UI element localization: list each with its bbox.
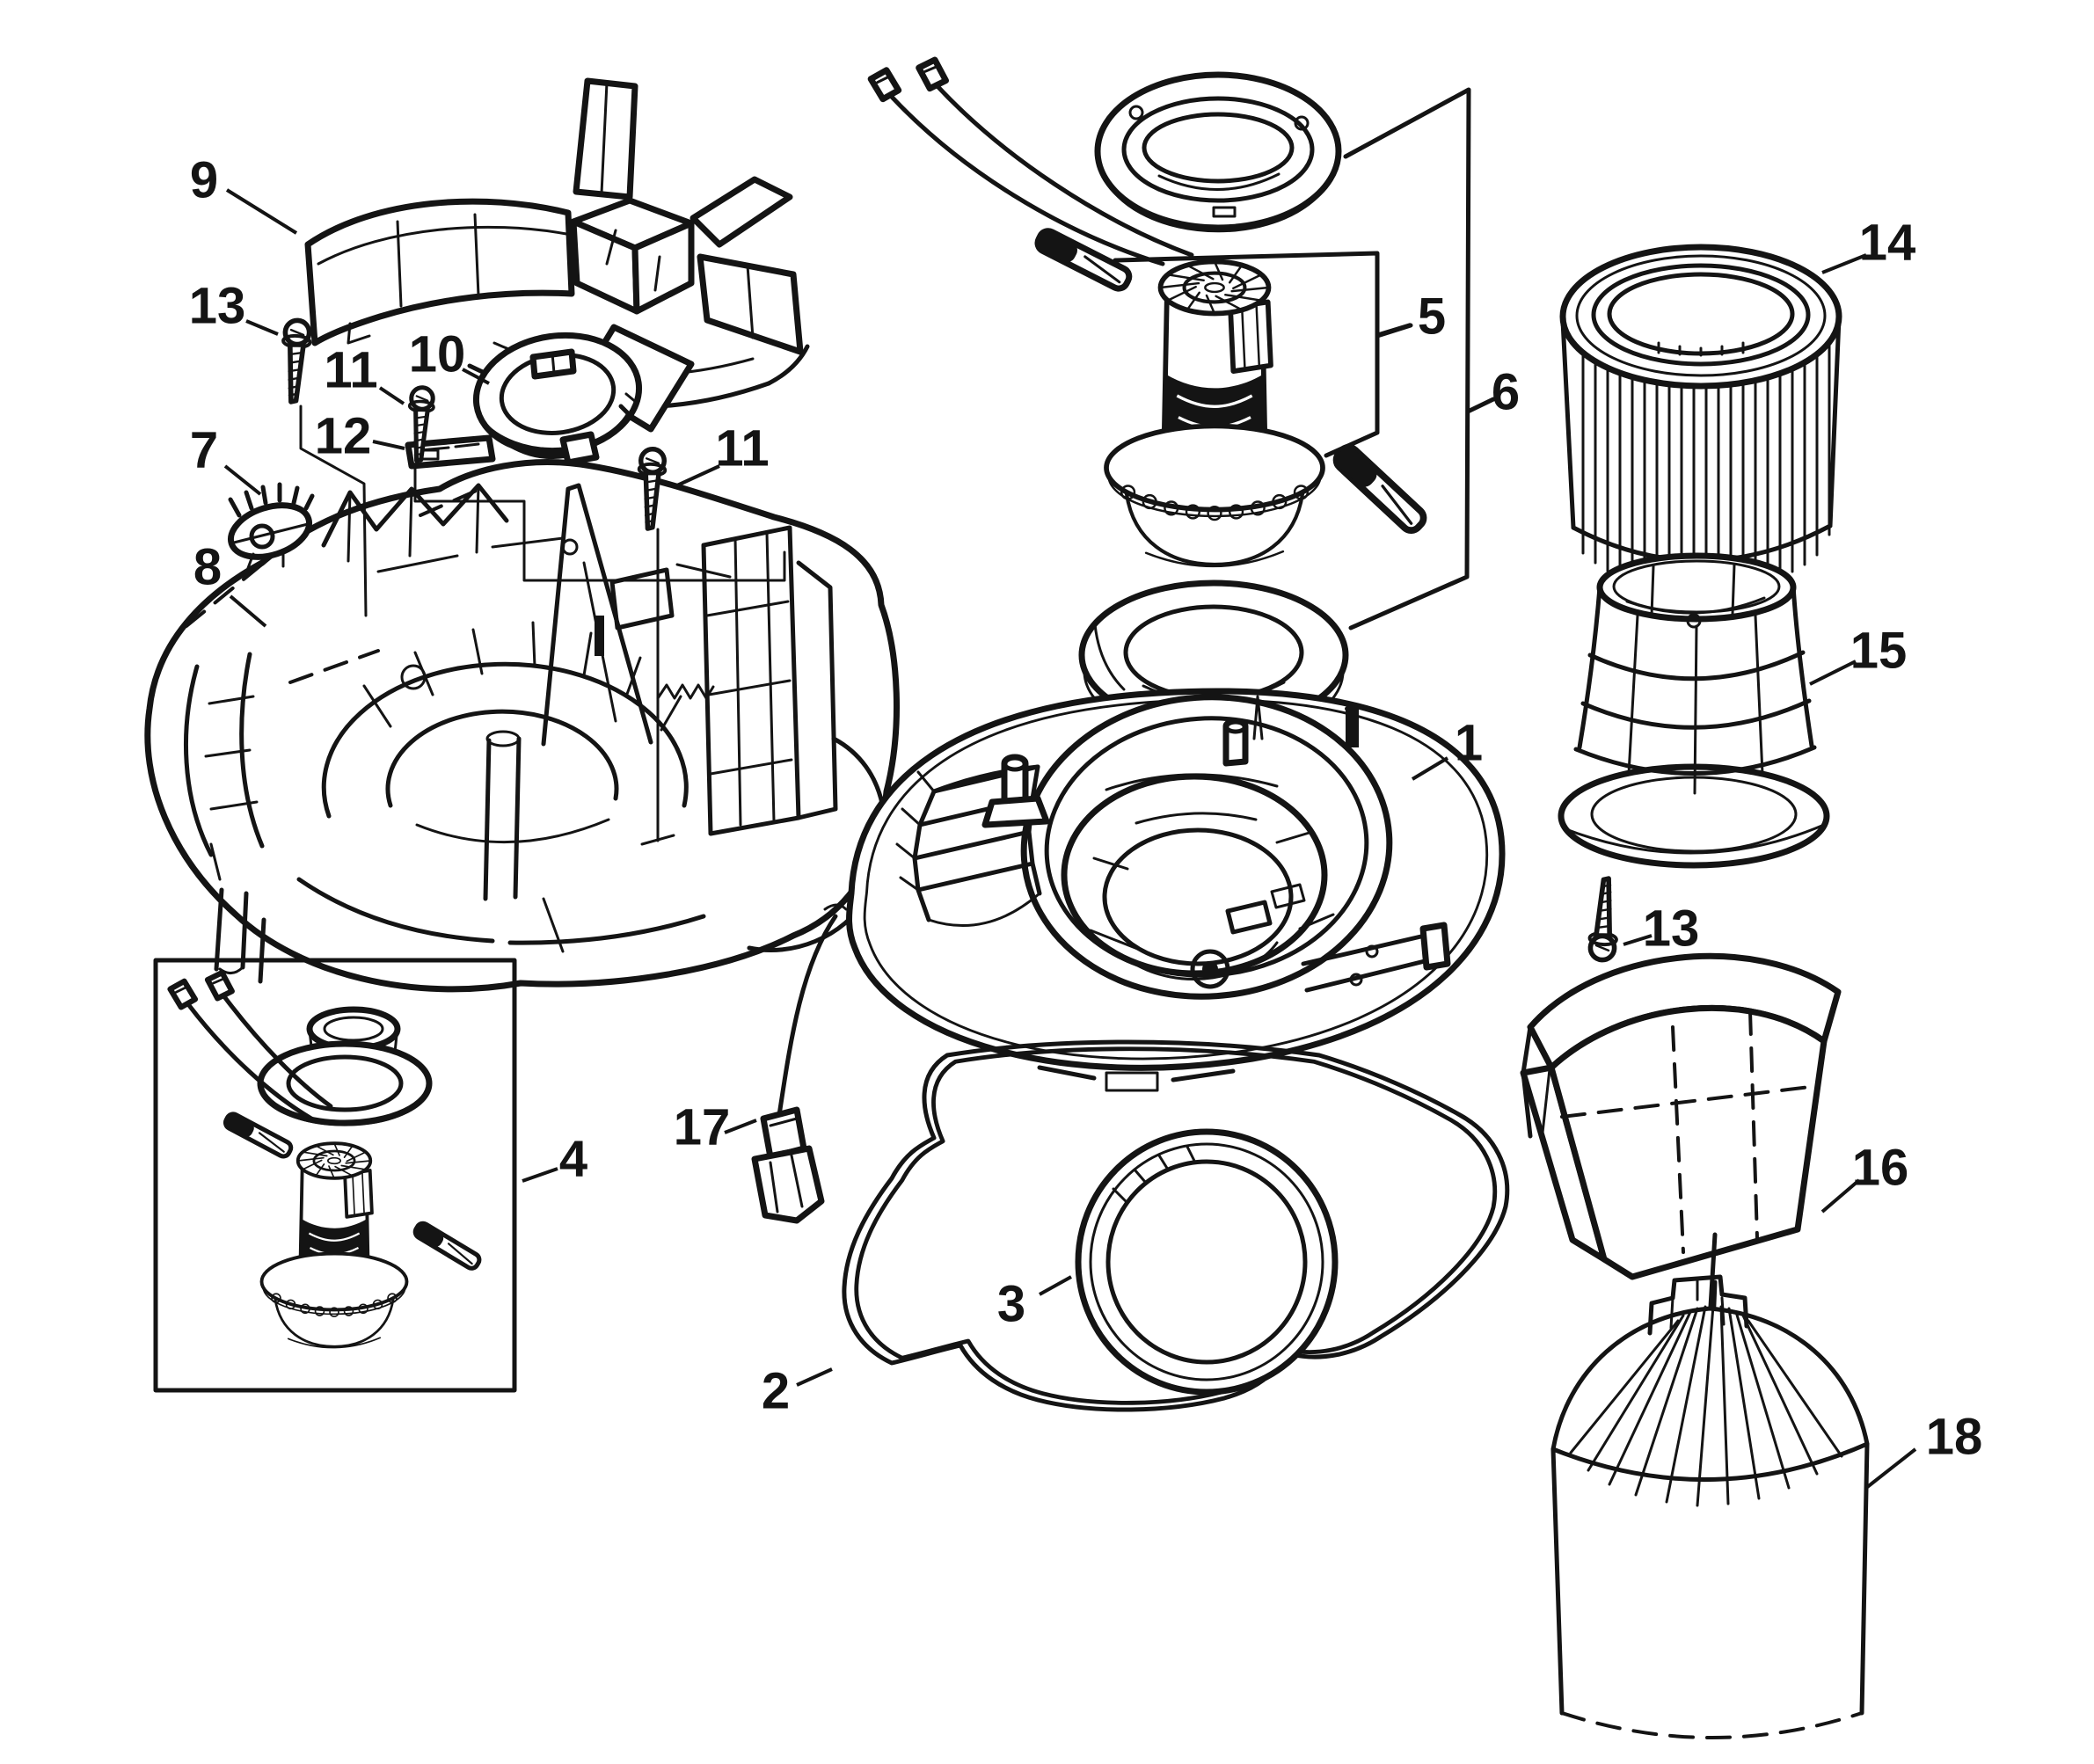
- callout-part-10: 10: [409, 326, 490, 385]
- callout-leader-line: [372, 440, 405, 450]
- callout-leader-line: [245, 319, 279, 336]
- callout-part-16: 16: [1820, 1140, 1909, 1214]
- impeller-blade-top: [573, 77, 638, 200]
- callout-leader-line: [724, 1119, 757, 1134]
- callout-part-7: 7: [190, 422, 262, 496]
- part-17-power-cord-plug: [751, 903, 848, 1224]
- callout-leader-line: [676, 464, 720, 487]
- callout-label: 11: [324, 342, 377, 399]
- part-13-screw-left: [279, 319, 311, 403]
- part-18-filter-bag: [1550, 1232, 1870, 1739]
- callout-leader-line: [462, 368, 490, 385]
- callout-label: 3: [997, 1276, 1025, 1333]
- part-13-screw-right: [1588, 878, 1621, 961]
- impeller-blade-upper-right: [689, 176, 793, 248]
- callout-leader-line: [522, 1167, 558, 1183]
- bracket-6: [1343, 87, 1471, 631]
- callout-label: 17: [674, 1099, 731, 1156]
- callout-leader-line: [1809, 660, 1857, 686]
- fan-cover: [304, 198, 575, 346]
- callout-part-6: 6: [1467, 364, 1520, 421]
- assembly-lines: [299, 405, 786, 846]
- callout-label: 14: [1859, 215, 1916, 272]
- callout-leader-line: [1820, 1178, 1861, 1214]
- part-5-motor: [1106, 261, 1323, 565]
- callout-label: 12: [315, 408, 372, 465]
- part-1-tank-lid: [850, 685, 1503, 1092]
- callout-label: 11: [715, 420, 769, 477]
- callout-part-18: 18: [1864, 1409, 1983, 1490]
- callout-leader-line: [1411, 756, 1449, 781]
- callout-label: 16: [1852, 1140, 1909, 1197]
- bracket-5: [1113, 251, 1380, 458]
- part-3-seal-ring: [1075, 1128, 1339, 1396]
- callout-label: 9: [190, 152, 218, 209]
- callout-part-13: 13: [189, 278, 279, 336]
- callout-leader-line: [225, 188, 298, 235]
- part-4-motor-assembly-box: [153, 958, 517, 1393]
- callout-label: 5: [1418, 288, 1446, 346]
- callout-label: 4: [559, 1131, 587, 1188]
- callout-label: 8: [193, 539, 222, 596]
- callout-label: 2: [762, 1363, 790, 1420]
- callout-part-11: 11: [676, 420, 770, 487]
- callout-leader-line: [229, 594, 267, 628]
- part-7-terminal: [227, 482, 315, 570]
- callout-leader-line: [223, 464, 262, 496]
- part-4-box-frame: [153, 958, 517, 1393]
- carbon-brush: [1332, 443, 1427, 534]
- callout-part-2: 2: [762, 1363, 833, 1420]
- part-16-deflector-cover: [1520, 952, 1842, 1348]
- callout-label: 7: [190, 422, 218, 479]
- callout-label: 10: [409, 326, 466, 383]
- callout-part-1: 1: [1411, 715, 1483, 781]
- motor-lead-wire: [933, 82, 1194, 258]
- callout-leader-line: [1623, 934, 1653, 946]
- callout-leader-line: [1864, 1447, 1917, 1490]
- callout-leader-line: [1039, 1275, 1072, 1296]
- callout-label: 18: [1926, 1409, 1983, 1466]
- callout-part-9: 9: [190, 152, 298, 235]
- callout-label: 15: [1850, 623, 1908, 680]
- callout-label: 13: [1643, 900, 1700, 958]
- part-4-motor: [259, 1141, 409, 1350]
- callout-leader-line: [1821, 253, 1867, 274]
- part-5-6-motor-unit: [870, 58, 1496, 742]
- callout-label: 6: [1492, 364, 1520, 421]
- callout-part-13: 13: [1623, 900, 1699, 958]
- part-10-retainer-ring: [472, 332, 643, 466]
- callout-part-5: 5: [1378, 288, 1446, 346]
- callout-leader-line: [1378, 323, 1412, 336]
- callout-leader-line: [1467, 397, 1494, 413]
- callout-part-15: 15: [1809, 623, 1908, 686]
- callout-label: 13: [189, 278, 246, 335]
- callout-part-11: 11: [324, 342, 405, 405]
- part-15-filter-cage: [1558, 552, 1830, 869]
- part-14-cartridge-filter: [1559, 244, 1842, 591]
- callout-part-17: 17: [674, 1099, 757, 1156]
- motor-top-gasket: [1094, 71, 1342, 233]
- part-9-fan-shroud-impeller: [304, 77, 810, 433]
- callout-part-3: 3: [997, 1275, 1072, 1333]
- callout-part-4: 4: [522, 1131, 587, 1188]
- cord-plug: [751, 1145, 825, 1224]
- part-8-motor-housing: [144, 459, 900, 993]
- callout-leader-line: [378, 386, 405, 405]
- callout-part-14: 14: [1821, 215, 1916, 274]
- callout-leader-line: [796, 1367, 833, 1387]
- callout-label: 1: [1455, 715, 1483, 772]
- callout-part-8: 8: [193, 539, 267, 628]
- motor-lead-wire: [887, 92, 1165, 266]
- callout-part-12: 12: [315, 408, 405, 465]
